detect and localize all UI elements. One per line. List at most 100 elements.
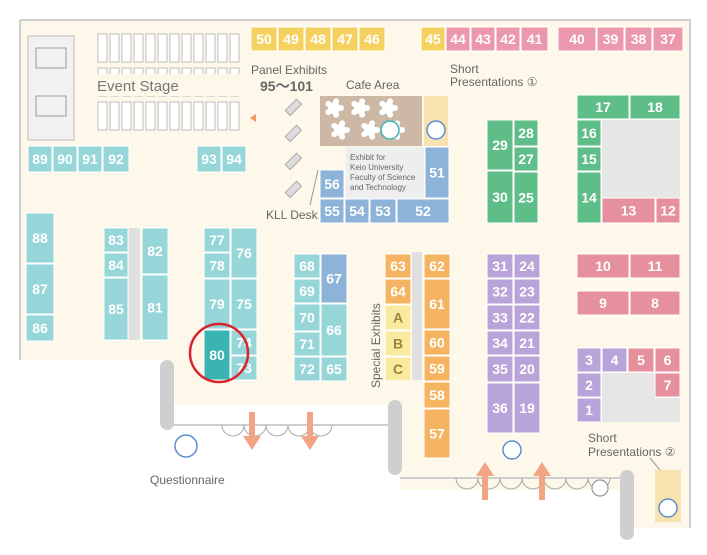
booth-1[interactable]: 1 — [576, 397, 602, 423]
booth-8-shape[interactable] — [629, 290, 681, 316]
booth-c-shape[interactable] — [384, 356, 412, 382]
booth-78[interactable]: 78 — [203, 252, 231, 279]
booth-82-shape[interactable] — [141, 227, 169, 275]
booth-88[interactable]: 88 — [25, 212, 55, 264]
booth-34-shape[interactable] — [486, 330, 514, 356]
booth-58-shape[interactable] — [423, 381, 451, 409]
booth-77[interactable]: 77 — [203, 227, 231, 253]
booth-39[interactable]: 39 — [596, 26, 625, 52]
booth-21[interactable]: 21 — [513, 330, 541, 356]
booth-93[interactable]: 93 — [196, 145, 222, 173]
booth-56-shape[interactable] — [319, 169, 345, 199]
booth-83-shape[interactable] — [103, 227, 129, 253]
booth-76[interactable]: 76 — [230, 227, 258, 279]
booth-7-shape[interactable] — [654, 372, 681, 398]
booth-75[interactable]: 75 — [230, 278, 258, 330]
booth-72[interactable]: 72 — [293, 356, 321, 382]
booth-62-shape[interactable] — [423, 253, 451, 279]
booth-70[interactable]: 70 — [293, 303, 321, 332]
booth-67[interactable]: 67 — [320, 253, 348, 304]
booth-80-shape[interactable] — [203, 329, 231, 381]
booth-85[interactable]: 85 — [103, 277, 129, 341]
booth-11[interactable]: 11 — [629, 253, 681, 279]
booth-49[interactable]: 49 — [277, 26, 305, 52]
booth-66[interactable]: 66 — [320, 303, 348, 357]
booth-71[interactable]: 71 — [293, 331, 321, 357]
booth-94-shape[interactable] — [221, 145, 247, 173]
booth-88-shape[interactable] — [25, 212, 55, 264]
booth-53[interactable]: 53 — [369, 198, 397, 224]
booth-13[interactable]: 13 — [601, 197, 656, 224]
booth-62[interactable]: 62 — [423, 253, 451, 279]
booth-59-shape[interactable] — [423, 355, 451, 382]
booth-57-shape[interactable] — [423, 408, 451, 459]
booth-36[interactable]: 36 — [486, 382, 514, 434]
booth-18-shape[interactable] — [629, 94, 681, 120]
booth-16[interactable]: 16 — [576, 119, 602, 147]
booth-28[interactable]: 28 — [513, 119, 539, 147]
booth-28-shape[interactable] — [513, 119, 539, 147]
booth-67-shape[interactable] — [320, 253, 348, 304]
booth-85-shape[interactable] — [103, 277, 129, 341]
booth-68[interactable]: 68 — [293, 253, 321, 279]
booth-10-shape[interactable] — [576, 253, 630, 279]
booth-79[interactable]: 79 — [203, 278, 231, 330]
booth-83[interactable]: 83 — [103, 227, 129, 253]
booth-23[interactable]: 23 — [513, 278, 541, 305]
booth-84-shape[interactable] — [103, 252, 129, 278]
booth-2-shape[interactable] — [576, 372, 602, 398]
booth-59[interactable]: 59 — [423, 355, 451, 382]
booth-40[interactable]: 40 — [557, 26, 597, 52]
booth-4[interactable]: 4 — [601, 347, 628, 373]
booth-94[interactable]: 94 — [221, 145, 247, 173]
booth-84[interactable]: 84 — [103, 252, 129, 278]
booth-64-shape[interactable] — [384, 278, 412, 305]
booth-33[interactable]: 33 — [486, 304, 514, 331]
booth-89[interactable]: 89 — [27, 145, 53, 173]
booth-42-shape[interactable] — [495, 26, 521, 52]
booth-b-shape[interactable] — [384, 330, 412, 357]
booth-47-shape[interactable] — [331, 26, 359, 52]
booth-4-shape[interactable] — [601, 347, 628, 373]
booth-46[interactable]: 46 — [358, 26, 386, 52]
booth-53-shape[interactable] — [369, 198, 397, 224]
booth-35-shape[interactable] — [486, 355, 514, 383]
booth-87[interactable]: 87 — [25, 263, 55, 315]
booth-38[interactable]: 38 — [624, 26, 653, 52]
booth-63-shape[interactable] — [384, 253, 412, 279]
booth-19-shape[interactable] — [513, 382, 541, 434]
booth-38-shape[interactable] — [624, 26, 653, 52]
booth-52-shape[interactable] — [396, 198, 450, 224]
booth-35[interactable]: 35 — [486, 355, 514, 383]
booth-51[interactable]: 51 — [424, 146, 450, 199]
booth-86[interactable]: 86 — [25, 314, 55, 342]
booth-41-shape[interactable] — [520, 26, 549, 52]
booth-79-shape[interactable] — [203, 278, 231, 330]
booth-17[interactable]: 17 — [576, 94, 630, 120]
booth-41[interactable]: 41 — [520, 26, 549, 52]
booth-20-shape[interactable] — [513, 355, 541, 383]
booth-32-shape[interactable] — [486, 278, 514, 305]
booth-24[interactable]: 24 — [513, 253, 541, 279]
booth-45[interactable]: 45 — [420, 26, 446, 52]
booth-37[interactable]: 37 — [652, 26, 684, 52]
booth-7[interactable]: 7 — [654, 372, 681, 398]
booth-47[interactable]: 47 — [331, 26, 359, 52]
booth-87-shape[interactable] — [25, 263, 55, 315]
booth-1-shape[interactable] — [576, 397, 602, 423]
booth-3[interactable]: 3 — [576, 347, 602, 373]
booth-29-shape[interactable] — [486, 119, 514, 171]
booth-55[interactable]: 55 — [319, 198, 345, 224]
booth-30-shape[interactable] — [486, 170, 514, 224]
booth-44[interactable]: 44 — [445, 26, 471, 52]
booth-55-shape[interactable] — [319, 198, 345, 224]
booth-63[interactable]: 63 — [384, 253, 412, 279]
booth-5-shape[interactable] — [627, 347, 655, 373]
booth-11-shape[interactable] — [629, 253, 681, 279]
booth-61[interactable]: 61 — [423, 278, 451, 330]
booth-22-shape[interactable] — [513, 304, 541, 331]
booth-60-shape[interactable] — [423, 329, 451, 356]
booth-31-shape[interactable] — [486, 253, 514, 279]
booth-78-shape[interactable] — [203, 252, 231, 279]
booth-74[interactable]: 74 — [230, 329, 258, 356]
